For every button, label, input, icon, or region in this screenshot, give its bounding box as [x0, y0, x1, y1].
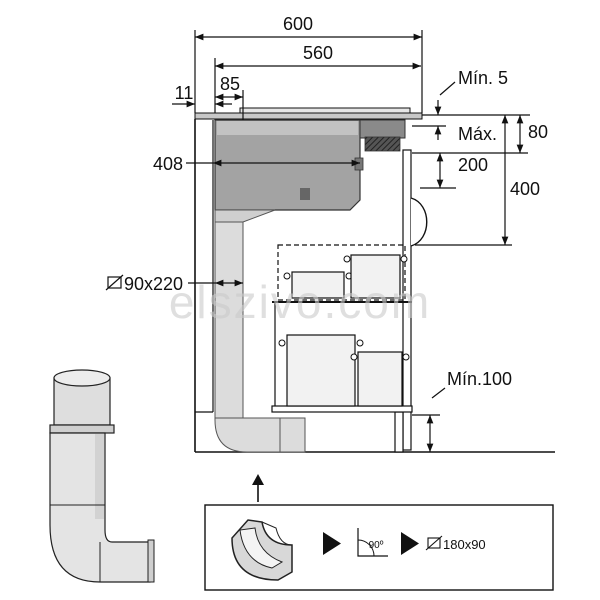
arrow-up-icon — [252, 474, 264, 502]
cooktop-glass — [239, 107, 411, 114]
leader-min-5 — [439, 81, 456, 96]
dim-label-80: 80 — [528, 122, 548, 142]
dim-label-560: 560 — [303, 43, 333, 63]
dim-label-600: 600 — [283, 14, 313, 34]
top-dimensions: 600 560 85 11 — [172, 14, 423, 120]
dim-label-408: 408 — [153, 154, 183, 174]
pot-4-handle-left — [350, 353, 358, 361]
legend-duct-180x90: 180x90 — [443, 537, 486, 552]
duct-3d-end-face — [147, 539, 155, 583]
duct-3d-flange — [49, 424, 115, 434]
pot-3-handle-left — [278, 339, 286, 347]
leader-min-100 — [431, 387, 446, 399]
pot-3-handle-right — [356, 339, 364, 347]
duct-elbow — [214, 417, 306, 453]
pot-3 — [278, 334, 364, 407]
duct-3d-icon — [49, 369, 155, 583]
pot-2-handle-right — [400, 255, 408, 263]
pot-2-handle-left — [343, 255, 351, 263]
duct-transition — [214, 209, 276, 223]
dim-label-min-100: Mín.100 — [447, 369, 512, 389]
pot-4-body — [357, 351, 403, 407]
pan-1-handle-left — [283, 272, 291, 280]
filter-block — [364, 136, 401, 152]
play-icon — [323, 532, 341, 555]
pan-1-body — [291, 271, 345, 299]
left-dimensions: 408 90x220 — [105, 154, 360, 294]
housing-connector — [300, 188, 310, 200]
pan-1 — [283, 271, 353, 299]
duct-3d-side-shade — [95, 434, 104, 519]
legend-box: 90º 180x90 — [204, 504, 554, 591]
housing-side-tab — [354, 157, 364, 171]
play-icon-2 — [401, 532, 419, 555]
upper-drawer-outline — [277, 244, 406, 301]
drawers — [271, 244, 413, 413]
lower-shelf — [271, 405, 413, 413]
duct — [214, 209, 306, 453]
duct-3d-top-cap — [53, 369, 111, 387]
dim-label-85: 85 — [220, 74, 240, 94]
housing-top-band — [217, 121, 358, 135]
pot-2 — [343, 254, 408, 299]
pot-4 — [350, 351, 410, 407]
watermark: elszivo.com — [169, 276, 431, 328]
duct-elbow-icon — [231, 519, 293, 581]
legend-angle-label: 90º — [369, 540, 384, 551]
pot-4-handle-right — [402, 353, 410, 361]
cabinet-foot — [394, 411, 404, 453]
countertop — [194, 112, 423, 120]
pot-3-body — [286, 334, 356, 407]
dim-label-400: 400 — [510, 179, 540, 199]
rect-duct-icon-2 — [425, 535, 443, 551]
dim-label-11: 11 — [175, 83, 194, 103]
dim-label-min-5: Mín. 5 — [458, 68, 508, 88]
extractor-unit — [214, 119, 406, 211]
angle-icon — [357, 528, 388, 557]
dim-label-max: Máx. — [458, 124, 497, 144]
door-handle — [410, 197, 428, 247]
fan-chamber — [359, 119, 406, 139]
rect-duct-icon — [105, 274, 124, 291]
pot-2-body — [350, 254, 401, 299]
dim-label-90x220: 90x220 — [124, 274, 183, 294]
dim-label-200: 200 — [458, 155, 488, 175]
right-dimensions: Mín. 5 Máx. 200 80 400 Mín.100 — [412, 68, 548, 452]
